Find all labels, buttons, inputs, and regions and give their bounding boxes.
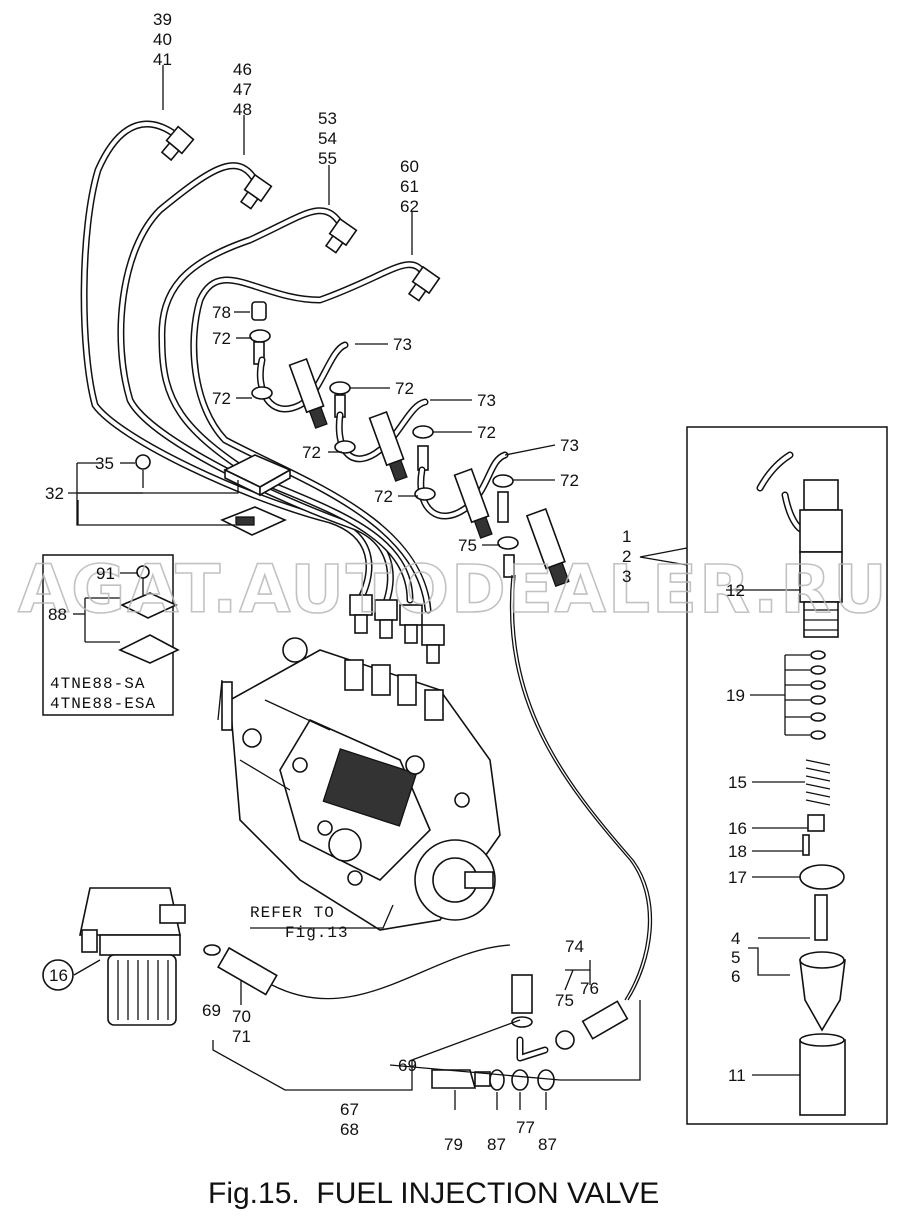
callout-labels: 39 40 41 46 47 48 53 54 55 60 61 62 78 7… xyxy=(45,10,747,1154)
label-78: 78 xyxy=(212,303,231,322)
injection-pump xyxy=(221,637,501,931)
label-72d: 72 xyxy=(477,423,496,442)
label-54: 54 xyxy=(318,129,337,148)
label-60: 60 xyxy=(400,157,419,176)
label-47: 47 xyxy=(233,80,252,99)
label-39: 39 xyxy=(153,10,172,29)
label-32: 32 xyxy=(45,484,64,503)
label-11: 11 xyxy=(728,1066,746,1085)
label-46: 46 xyxy=(233,60,252,79)
label-3: 3 xyxy=(622,567,631,586)
label-35: 35 xyxy=(95,454,114,473)
label-41: 41 xyxy=(153,50,172,69)
label-72a: 72 xyxy=(212,329,231,348)
label-12: 12 xyxy=(726,581,745,600)
label-72e: 72 xyxy=(302,443,321,462)
label-19: 19 xyxy=(726,686,745,705)
label-71: 71 xyxy=(232,1027,251,1046)
label-72f: 72 xyxy=(560,471,579,490)
figure-caption: Fig.15. FUEL INJECTION VALVE xyxy=(208,1177,659,1210)
pipe-nuts-bottom xyxy=(349,594,445,664)
label-72c: 72 xyxy=(395,379,414,398)
label-68: 68 xyxy=(340,1120,359,1139)
label-55: 55 xyxy=(318,149,337,168)
label-5: 5 xyxy=(731,948,740,967)
label-67: 67 xyxy=(340,1100,359,1119)
label-16-circled: 16 xyxy=(49,966,68,985)
fuel-filter xyxy=(79,887,186,1026)
label-16: 16 xyxy=(728,819,747,838)
label-48: 48 xyxy=(233,100,252,119)
label-1: 1 xyxy=(622,527,631,546)
label-79: 79 xyxy=(444,1135,463,1154)
injector-exploded-box xyxy=(639,426,888,1125)
callout-16-circle xyxy=(42,959,74,991)
inset-model-1: 4TNE88-SA xyxy=(50,675,145,693)
refer-fig-text: Fig.13 xyxy=(285,924,349,942)
label-75b: 75 xyxy=(555,991,574,1010)
label-40: 40 xyxy=(153,30,172,49)
label-91: 91 xyxy=(96,564,115,583)
label-70: 70 xyxy=(232,1007,251,1026)
variant-inset xyxy=(42,554,180,716)
injection-pipes xyxy=(80,120,432,614)
leader-lines xyxy=(68,65,810,1110)
label-73c: 73 xyxy=(560,436,579,455)
pipe-clamp xyxy=(135,454,292,536)
label-75a: 75 xyxy=(458,536,477,555)
label-6: 6 xyxy=(731,967,740,986)
label-17: 17 xyxy=(728,868,747,887)
label-77: 77 xyxy=(516,1118,535,1137)
injector-row xyxy=(288,358,570,588)
label-76: 76 xyxy=(580,979,599,998)
label-69b: 69 xyxy=(398,1056,417,1075)
pipe-nuts-top xyxy=(160,125,441,302)
label-69a: 69 xyxy=(202,1001,221,1020)
label-88: 88 xyxy=(48,605,67,624)
label-4: 4 xyxy=(731,929,740,948)
label-72g: 72 xyxy=(374,487,393,506)
return-hose xyxy=(509,574,650,1001)
refer-to-text: REFER TO xyxy=(250,904,335,922)
label-61: 61 xyxy=(400,177,419,196)
label-72b: 72 xyxy=(212,389,231,408)
label-87a: 87 xyxy=(487,1135,506,1154)
fuel-hoses xyxy=(203,944,629,1091)
label-62: 62 xyxy=(400,197,419,216)
label-18: 18 xyxy=(728,842,747,861)
watermark-text: AGAT.AUTODEALER.RU xyxy=(18,551,889,628)
label-73b: 73 xyxy=(477,391,496,410)
return-pipes xyxy=(249,301,519,578)
label-53: 53 xyxy=(318,109,337,128)
label-2: 2 xyxy=(622,547,631,566)
label-74: 74 xyxy=(565,937,584,956)
label-15: 15 xyxy=(728,773,747,792)
inset-model-2: 4TNE88-ESA xyxy=(50,695,156,713)
label-87b: 87 xyxy=(538,1135,557,1154)
label-73a: 73 xyxy=(393,335,412,354)
